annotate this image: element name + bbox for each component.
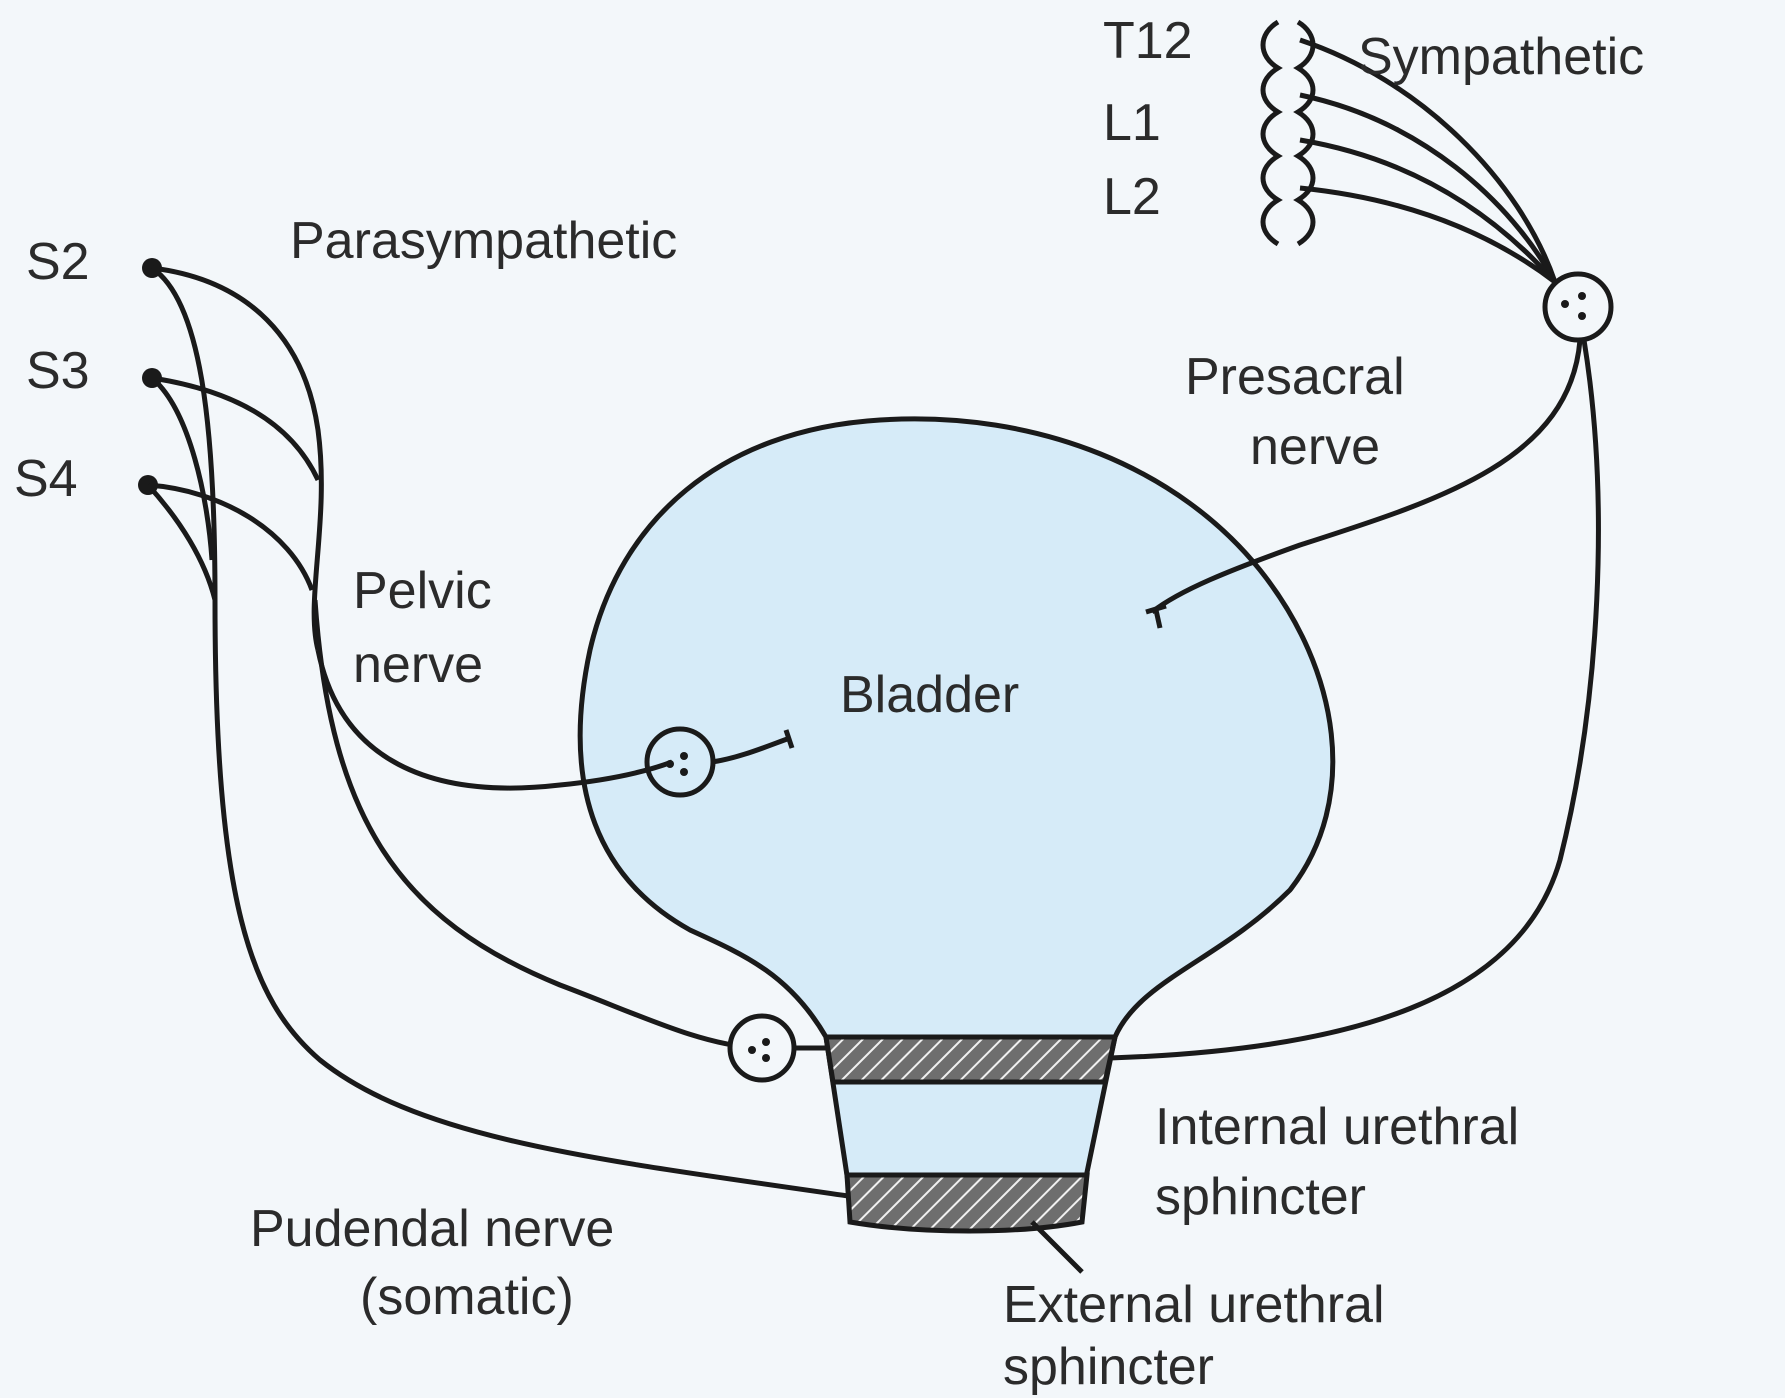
label-pudendal-line1: Pudendal nerve <box>250 1200 614 1260</box>
label-sympathetic: Sympathetic <box>1358 28 1644 88</box>
label-bladder: Bladder <box>840 666 1019 726</box>
label-internal-line2: sphincter <box>1155 1168 1366 1228</box>
sphincter-ganglion <box>730 1016 794 1080</box>
sympathetic-ganglion <box>1545 274 1611 340</box>
label-l2: L2 <box>1103 168 1161 228</box>
internal-urethral-sphincter <box>826 1037 1115 1082</box>
label-presacral-line2: nerve <box>1250 418 1380 478</box>
label-parasympathetic: Parasympathetic <box>290 212 677 272</box>
external-urethral-sphincter <box>847 1175 1087 1231</box>
label-presacral-line1: Presacral <box>1185 348 1405 408</box>
label-s4: S4 <box>14 450 78 510</box>
label-pudendal-line2: (somatic) <box>360 1268 574 1328</box>
label-pelvic-line2: nerve <box>353 636 483 696</box>
label-s3: S3 <box>26 342 90 402</box>
label-internal-line1: Internal urethral <box>1155 1098 1519 1158</box>
label-t12: T12 <box>1103 12 1193 72</box>
label-s2: S2 <box>26 233 90 293</box>
label-external-line2: sphincter <box>1003 1338 1214 1398</box>
external-sphincter-pointer <box>1032 1222 1082 1272</box>
sympathetic-chain <box>1263 22 1313 244</box>
label-pelvic-line1: Pelvic <box>353 562 492 622</box>
label-l1: L1 <box>1103 94 1161 154</box>
label-external-line1: External urethral <box>1003 1276 1385 1336</box>
